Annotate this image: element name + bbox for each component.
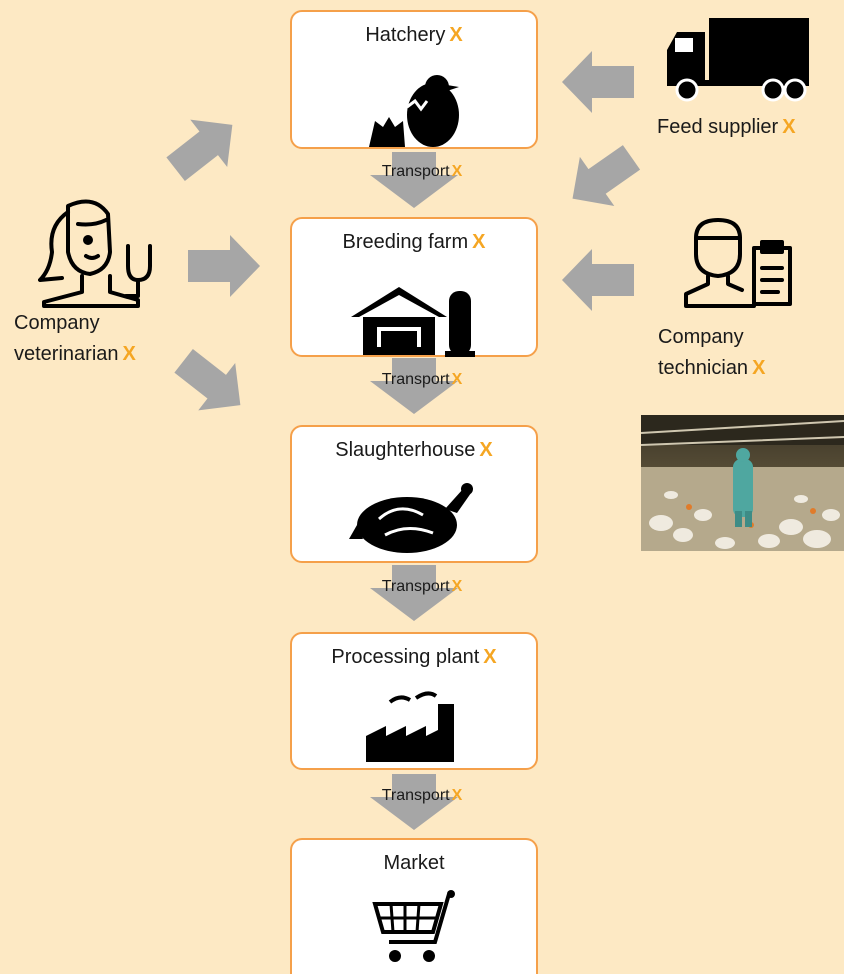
flow-arrow-1 [370,152,458,208]
flow-arrow-4 [370,774,458,830]
marker-x: X [451,163,463,180]
marker-x: X [472,231,486,253]
stage-market: Market [290,838,538,974]
marker-x: X [479,439,493,461]
marker-x: X [451,371,463,388]
poultry-house-photo-illustration [641,415,844,551]
feed-arrow-hatchery [562,51,634,113]
flow-arrow-2 [370,358,458,414]
stage-label: Market [383,852,445,874]
poultry-house-photo [641,415,844,551]
truck-icon [667,18,809,102]
stage-label: Breeding farm [342,231,469,253]
marker-x: X [483,646,497,668]
shopping-cart-icon [372,890,455,962]
vet-arrow-slaughter [174,349,241,411]
stage-label: Hatchery [365,24,446,46]
flow-arrow-3 [370,565,458,621]
feed-arrow-farm [572,145,641,207]
veterinarian-stethoscope-icon [38,199,152,308]
technician-clipboard-icon [684,218,792,308]
marker-x: X [451,578,463,595]
hatching-chick-icon [369,75,459,147]
farm-barn-silo-icon [351,287,475,357]
factory-icon [366,691,454,762]
marker-x: X [449,24,463,46]
roast-chicken-icon [349,483,473,553]
marker-x: X [782,116,796,138]
vet-arrow-farm [188,235,260,297]
marker-x: X [752,357,766,379]
marker-x: X [122,343,136,365]
stage-label: Slaughterhouse [335,439,476,461]
tech-arrow-farm [562,249,634,311]
vet-arrow-hatchery [166,119,233,181]
marker-x: X [451,787,463,804]
stage-label: Processing plant [331,646,480,668]
